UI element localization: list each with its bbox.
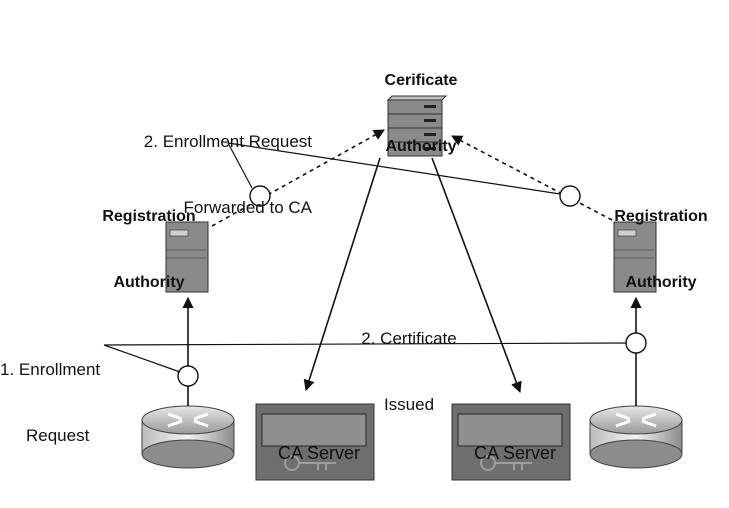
ra-left-server-icon: [165, 221, 209, 293]
router-right-icon: [589, 405, 683, 469]
leader-forward-left: [227, 142, 253, 189]
callout-circle-enroll-left: [177, 365, 199, 387]
callout-circle-enroll-right: [625, 332, 647, 354]
ca-server-left-label: CA Server: [277, 443, 361, 463]
ra-right-server-icon: [613, 221, 657, 293]
arrow-ra-right-to-ca: [451, 135, 613, 221]
ca-server-box-right: [451, 403, 571, 481]
callout-circle-forward-right: [559, 185, 581, 207]
ra-left-label: Registration Authority: [102, 208, 196, 291]
key-icon: [284, 455, 336, 471]
enrollment-forward-annotation: 2. Enrollment Request Forwarded to CA: [143, 132, 312, 217]
ca-server-icon: [386, 95, 448, 157]
router-left-icon: [141, 405, 235, 469]
leader-enroll-right: [103, 342, 627, 346]
ca-server-box-left: [255, 403, 375, 481]
arrow-ca-to-server-left: [303, 157, 381, 392]
enrollment-request-annotation: 1. Enrollment Request: [0, 360, 101, 445]
ra-right-label: Registration Authority: [614, 208, 708, 291]
key-icon: [480, 455, 532, 471]
ca-label: Cerificate Authority: [384, 72, 458, 155]
arrow-ca-to-server-right: [431, 157, 522, 394]
leader-forward-right: [227, 142, 561, 195]
arrow-ra-left-to-ca: [211, 129, 385, 227]
certificate-issued-annotation: 2. Certificate Issued: [361, 329, 457, 414]
ca-server-right-label: CA Server: [473, 443, 557, 463]
callout-circle-forward-left: [249, 185, 271, 207]
leader-enroll-left: [103, 344, 181, 373]
